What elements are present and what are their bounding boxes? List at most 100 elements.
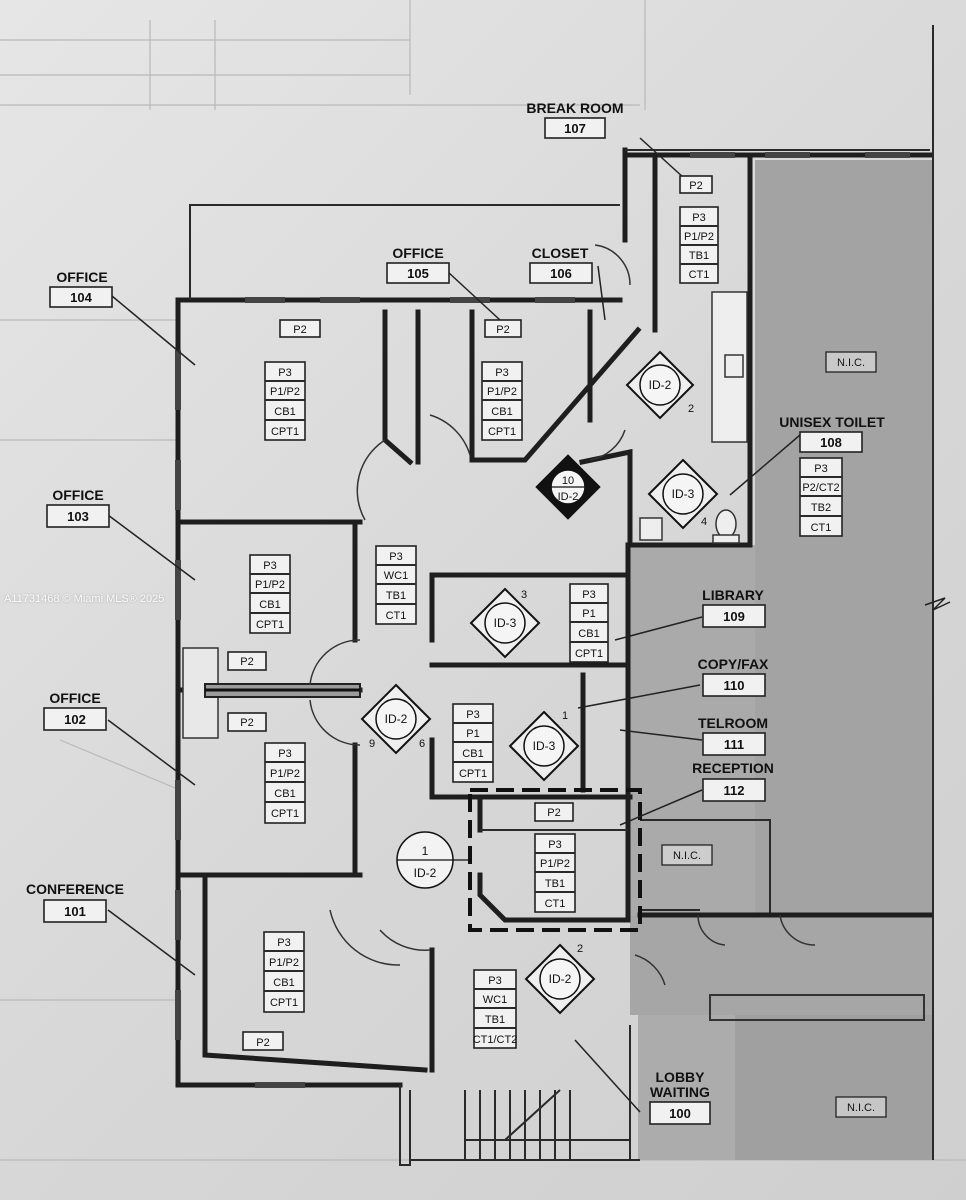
paint-tag-conference: P2: [242, 1031, 284, 1051]
svg-text:WAITING: WAITING: [650, 1084, 710, 1100]
finish-schedule-office-103: P3 P1/P2 CB1 CPT1: [249, 554, 291, 634]
svg-text:CT1: CT1: [689, 269, 710, 281]
svg-text:106: 106: [550, 266, 572, 281]
svg-text:COPY/FAX: COPY/FAX: [698, 656, 769, 672]
svg-text:N.I.C.: N.I.C.: [837, 357, 865, 369]
svg-text:P3: P3: [278, 367, 291, 379]
svg-text:111: 111: [724, 737, 744, 752]
svg-text:2: 2: [688, 403, 694, 415]
svg-text:P1/P2: P1/P2: [255, 579, 285, 591]
svg-text:P3: P3: [263, 560, 276, 572]
svg-text:ID-2: ID-2: [558, 491, 579, 503]
svg-text:CPT1: CPT1: [459, 768, 487, 780]
section-markers: 10 ID-2 1 ID-2: [396, 454, 601, 889]
finish-schedule-library: P3 P1 CB1 CPT1: [569, 583, 609, 663]
svg-text:ID-3: ID-3: [533, 739, 556, 753]
finish-schedule-copy-fax: P3 P1 CB1 CPT1: [452, 703, 494, 783]
svg-text:P3: P3: [582, 589, 595, 601]
svg-text:ID-3: ID-3: [672, 487, 695, 501]
svg-text:105: 105: [407, 266, 429, 281]
svg-text:1: 1: [562, 710, 568, 722]
svg-text:TB1: TB1: [689, 250, 709, 262]
toilet-fixtures: [639, 509, 740, 544]
paint-tag-break-room: P2: [679, 175, 713, 194]
svg-text:P3: P3: [548, 839, 561, 851]
svg-text:CT1: CT1: [545, 898, 566, 910]
lobby-stairs: [464, 1089, 630, 1160]
svg-text:P3: P3: [488, 975, 501, 987]
svg-text:102: 102: [64, 712, 86, 727]
svg-text:107: 107: [564, 121, 586, 136]
svg-text:CPT1: CPT1: [256, 619, 284, 631]
room-label-conference: CONFERENCE 101: [26, 881, 124, 923]
svg-text:P2: P2: [496, 324, 509, 336]
svg-text:ID-2: ID-2: [649, 378, 672, 392]
nic-labels: N.I.C. N.I.C. N.I.C.: [661, 351, 887, 1118]
svg-text:P1: P1: [466, 728, 479, 740]
svg-text:CT1: CT1: [386, 610, 407, 622]
svg-text:OFFICE: OFFICE: [52, 487, 103, 503]
paint-tag-reception: P2: [534, 802, 574, 822]
svg-text:P1/P2: P1/P2: [487, 386, 517, 398]
svg-text:P1/P2: P1/P2: [269, 957, 299, 969]
svg-text:2: 2: [577, 943, 583, 955]
svg-text:1: 1: [422, 844, 429, 858]
elevation-marker-break-room: ID-2 2: [625, 350, 695, 420]
finish-schedules: P3 P1/P2 TB1 CT1 P3 P1/P2 CB1 CPT1 P3 P1…: [249, 206, 843, 1049]
svg-text:P3: P3: [389, 551, 402, 563]
svg-text:CB1: CB1: [259, 599, 280, 611]
svg-text:9: 9: [369, 738, 375, 750]
svg-text:CLOSET: CLOSET: [532, 245, 589, 261]
svg-text:109: 109: [723, 609, 745, 624]
svg-text:ID-2: ID-2: [385, 712, 408, 726]
svg-text:CT1/CT2: CT1/CT2: [473, 1034, 518, 1046]
svg-text:6: 6: [419, 738, 425, 750]
elevation-marker-corridor: ID-2 9 6: [360, 683, 432, 755]
svg-text:LOBBY: LOBBY: [656, 1069, 706, 1085]
finish-schedule-conference: P3 P1/P2 CB1 CPT1: [263, 931, 305, 1013]
svg-text:WC1: WC1: [384, 570, 408, 582]
svg-text:CPT1: CPT1: [575, 648, 603, 660]
svg-text:110: 110: [724, 678, 745, 693]
elevation-marker-lobby: ID-2 2: [524, 943, 596, 1015]
nic-shaded-areas: [630, 160, 933, 1160]
elevation-marker-copy-fax: ID-3 1: [508, 710, 580, 782]
svg-text:3: 3: [521, 589, 527, 601]
svg-text:CB1: CB1: [491, 406, 512, 418]
svg-text:RECEPTION: RECEPTION: [692, 760, 774, 776]
finish-schedule-corridor: P3 WC1 TB1 CT1: [375, 545, 417, 625]
svg-text:TELROOM: TELROOM: [698, 715, 768, 731]
svg-text:P3: P3: [277, 937, 290, 949]
finish-schedule-break-room: P3 P1/P2 TB1 CT1: [679, 206, 719, 284]
svg-text:N.I.C.: N.I.C.: [847, 1102, 875, 1114]
svg-text:P2: P2: [293, 324, 306, 336]
svg-text:P2/CT2: P2/CT2: [802, 482, 839, 494]
svg-text:CB1: CB1: [462, 748, 483, 760]
svg-text:CT1: CT1: [811, 522, 832, 534]
corridor-fixture: [182, 647, 361, 739]
room-label-office-105: OFFICE 105: [386, 245, 450, 284]
section-marker-reception: 1 ID-2: [396, 831, 470, 889]
svg-text:LIBRARY: LIBRARY: [702, 587, 764, 603]
svg-text:CPT1: CPT1: [270, 997, 298, 1009]
svg-text:4: 4: [701, 516, 707, 528]
svg-text:N.I.C.: N.I.C.: [673, 850, 701, 862]
svg-text:CB1: CB1: [274, 406, 295, 418]
svg-text:CB1: CB1: [578, 628, 599, 640]
svg-text:CPT1: CPT1: [271, 808, 299, 820]
svg-text:P2: P2: [240, 656, 253, 668]
finish-schedule-reception: P3 P1/P2 TB1 CT1: [534, 833, 576, 913]
break-line: [924, 597, 951, 611]
svg-text:P2: P2: [547, 807, 560, 819]
room-label-office-104: OFFICE 104: [49, 269, 113, 308]
paint-tags: P2 P2 P2 P2 P2 P2 P2: [227, 175, 713, 1051]
svg-text:P3: P3: [814, 463, 827, 475]
finish-schedule-toilet: P3 P2/CT2 TB2 CT1: [799, 457, 843, 537]
svg-text:108: 108: [820, 435, 842, 450]
svg-text:104: 104: [70, 290, 92, 305]
nic-label-mid-right: N.I.C.: [661, 844, 713, 866]
svg-text:CPT1: CPT1: [271, 426, 299, 438]
svg-text:P2: P2: [240, 717, 253, 729]
room-label-office-102: OFFICE 102: [43, 690, 107, 731]
